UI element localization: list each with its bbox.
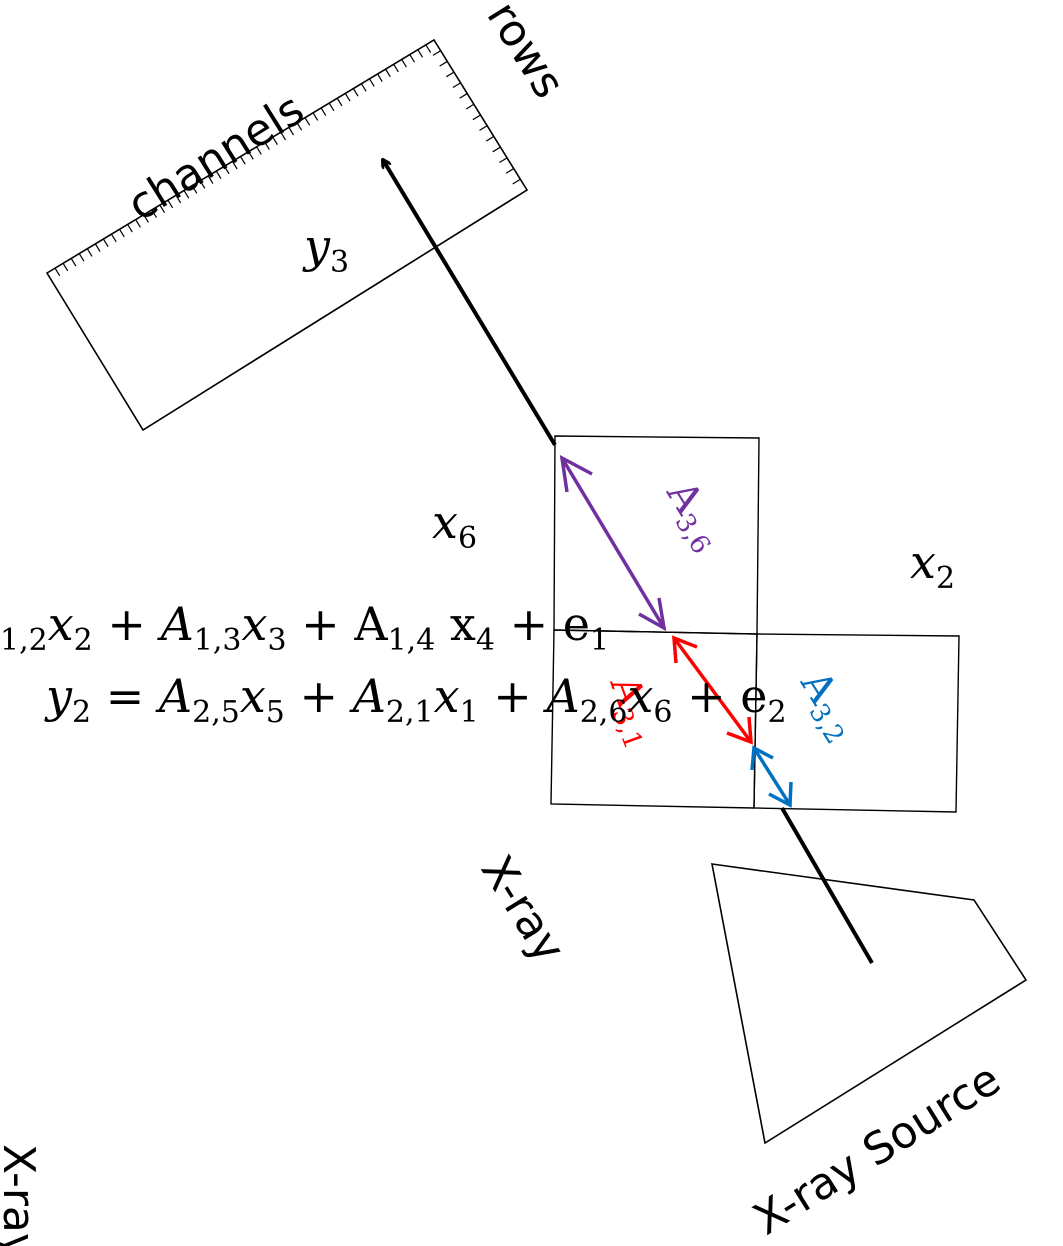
xray-source-box	[711, 863, 1028, 1145]
xray-label: X-ray	[471, 847, 575, 971]
xray-left-label: X-ray	[0, 1144, 44, 1246]
A36-label: A3,6	[653, 472, 734, 559]
x2-symbol: x2	[910, 535, 955, 596]
A31-arrow	[672, 635, 753, 745]
xray-source-label: X-ray Source	[745, 1054, 1010, 1246]
rows-label: rows	[477, 0, 575, 107]
A32-label: A3,2	[787, 662, 868, 749]
x6-symbol: x6	[432, 495, 477, 556]
channels-label: channels	[119, 84, 313, 232]
detector-panel	[45, 38, 529, 432]
A36-arrow	[559, 454, 667, 632]
equation-line-2: y2 = A2,5x5 + A2,1x1 + A2,6x6 + e2	[44, 669, 787, 730]
A32-arrow	[750, 745, 793, 808]
equation-line-1: 1,2x2 + A1,3x3 + A1,4 x4 + e1	[0, 597, 609, 658]
xray-beam	[383, 160, 874, 965]
y3-symbol: y3	[302, 219, 349, 280]
